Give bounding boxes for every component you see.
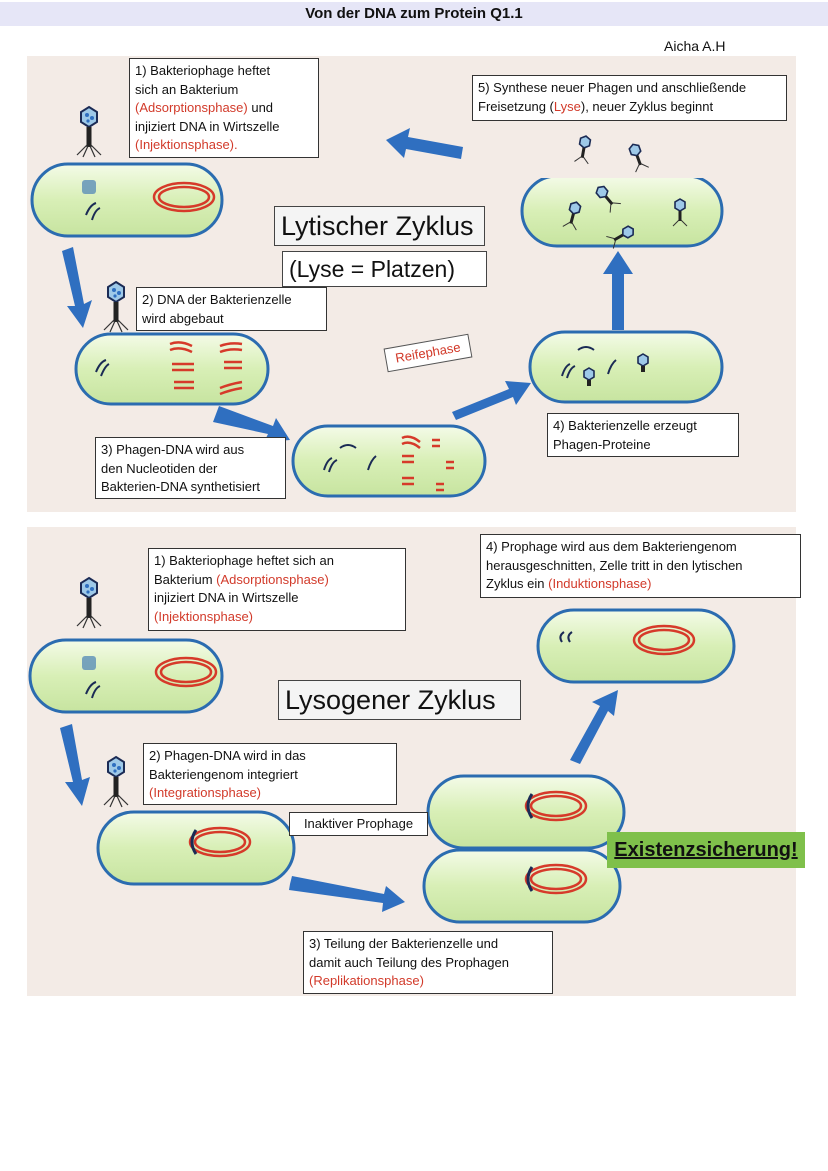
step-text: und	[247, 100, 274, 115]
arrow-left-icon	[386, 128, 463, 159]
step-text: Zyklus ein	[486, 576, 549, 591]
step-text: wird abgebaut	[142, 310, 224, 326]
author-label: Aicha A.H	[664, 38, 726, 54]
step-text: Zyklus ein (Induktionsphase)	[486, 575, 795, 594]
step-text: den Nucleotiden der	[101, 460, 218, 476]
step-text: 4) Prophage wird aus dem Bakteriengenom	[486, 539, 737, 554]
bacteriophage-icon	[76, 577, 102, 629]
step-text: Freisetzung (	[478, 98, 554, 114]
step-text: (Adsorptionsphase) und	[135, 99, 313, 118]
lytic-cycle-subtitle: (Lyse = Platzen)	[282, 251, 487, 287]
arrow-right-icon	[289, 876, 405, 912]
lysogenic-cycle-title: Lysogener Zyklus	[278, 680, 521, 720]
bacterium-cell-protein-synthesis	[528, 330, 724, 404]
phase-label: (Adsorptionsphase)	[216, 571, 329, 587]
phase-label: Lyse	[553, 98, 581, 114]
arrow-right-up-icon	[452, 381, 531, 420]
step-text: 3) Phagen-DNA wird aus	[101, 442, 245, 457]
arrow-up-icon	[603, 251, 633, 330]
lysogenic-step-4-box: 4) Prophage wird aus dem Bakteriengenom …	[480, 534, 801, 598]
phase-label: (Adsorptionsphase)	[135, 100, 248, 115]
lysogenic-step-3-box: 3) Teilung der Bakterienzelle und damit …	[303, 931, 553, 994]
arrow-down-icon	[62, 247, 92, 328]
bacterium-cell-adsorption-lysogenic	[28, 638, 224, 714]
step-text: 5) Synthese neuer Phagen und anschließen…	[478, 80, 747, 95]
lytic-cycle-title: Lytischer Zyklus	[274, 206, 485, 246]
step-text: 4) Bakterienzelle erzeugt	[553, 418, 697, 433]
phase-label: (Replikationsphase)	[309, 973, 424, 988]
bacterium-cell-lysis	[520, 168, 724, 248]
lytic-step-5-box: 5) Synthese neuer Phagen und anschließen…	[472, 75, 787, 121]
lytic-step-1-box: 1) Bakteriophage heftet sich an Bakteriu…	[129, 58, 319, 158]
step-text: Phagen-Proteine	[553, 436, 651, 452]
phase-label: (Induktionsphase)	[548, 576, 652, 591]
arrow-up-right-icon	[570, 690, 618, 764]
existence-assurance-label: Existenzsicherung!	[607, 832, 805, 868]
bacterium-cell-adsorption	[30, 162, 224, 238]
bacterium-cell-integration	[96, 810, 296, 886]
step-text: 1) Bakteriophage heftet	[135, 63, 271, 78]
bacterium-cell-induction	[536, 608, 736, 684]
step-text: 2) DNA der Bakterienzelle	[142, 292, 292, 307]
lysogenic-step-1-box: 1) Bakteriophage heftet sich an Bakteriu…	[148, 548, 406, 631]
phase-label: (Injektionsphase)	[154, 608, 253, 624]
step-text: Freisetzung (Lyse), neuer Zyklus beginnt	[478, 98, 781, 117]
bacterium-cell-degradation	[74, 332, 270, 406]
step-text: sich an Bakterium	[135, 81, 239, 97]
step-text: ), neuer Zyklus beginnt	[580, 98, 714, 114]
bacterium-cell-division-top	[426, 774, 626, 850]
step-text: Bakterium	[154, 571, 217, 587]
step-text: Bakteriengenom integriert	[149, 766, 298, 782]
step-text: damit auch Teilung des Prophagen	[309, 954, 509, 970]
step-text: Bakterium (Adsorptionsphase)	[154, 571, 400, 590]
lytic-step-4-box: 4) Bakterienzelle erzeugt Phagen-Protein…	[547, 413, 739, 457]
step-text: 1) Bakteriophage heftet sich an	[154, 553, 334, 568]
step-text: injiziert DNA in Wirtszelle	[135, 118, 280, 134]
lytic-step-2-box: 2) DNA der Bakterienzelle wird abgebaut	[136, 287, 327, 331]
bacterium-cell-synthesis	[291, 424, 487, 498]
step-text: 2) Phagen-DNA wird in das	[149, 748, 306, 763]
bacteriophage-icon	[103, 756, 129, 808]
lysogenic-step-2-box: 2) Phagen-DNA wird in das Bakteriengenom…	[143, 743, 397, 805]
step-text: Bakterien-DNA synthetisiert	[101, 479, 260, 494]
arrow-down-icon	[60, 724, 90, 806]
lytic-step-3-box: 3) Phagen-DNA wird aus den Nucleotiden d…	[95, 437, 286, 499]
step-text: injiziert DNA in Wirtszelle	[154, 590, 299, 605]
bacteriophage-icon	[76, 106, 102, 158]
phase-label: (Injektionsphase).	[135, 137, 238, 152]
arrow-right-down-icon	[213, 406, 290, 442]
step-text: 3) Teilung der Bakterienzelle und	[309, 936, 499, 951]
injected-dna-icon	[82, 180, 101, 221]
step-text: herausgeschnitten, Zelle tritt in den ly…	[486, 557, 743, 573]
bacteriophage-icon	[103, 281, 129, 333]
phase-label: (Integrationsphase)	[149, 785, 262, 800]
inactive-prophage-label: Inaktiver Prophage	[289, 812, 428, 836]
page-title: Von der DNA zum Protein Q1.1	[305, 5, 523, 22]
bacterium-cell-division-bottom	[422, 848, 622, 924]
title-bar: Von der DNA zum Protein Q1.1	[0, 2, 828, 26]
